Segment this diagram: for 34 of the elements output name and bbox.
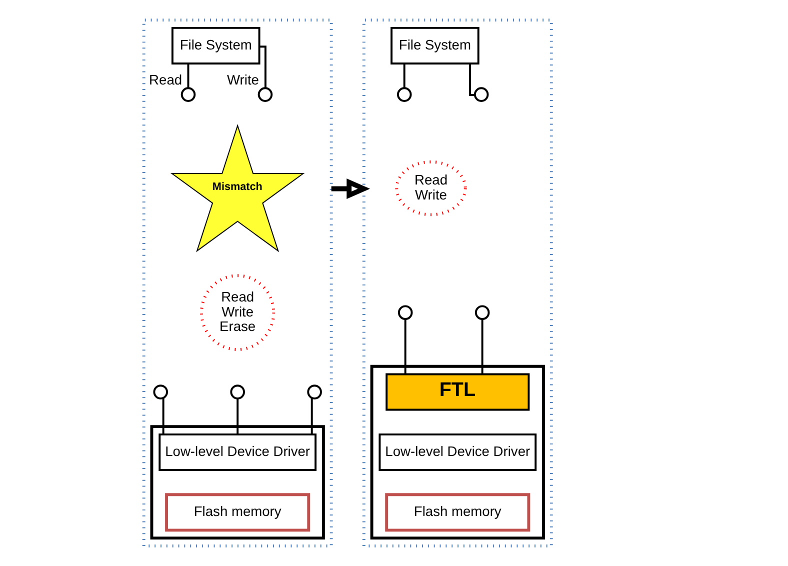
connector [403,64,406,88]
arrow [331,178,370,199]
cluster [370,364,545,540]
node-box: Flash memory [385,493,530,532]
node-circle [180,87,196,102]
connector [162,398,164,434]
node-label: Read [149,71,182,88]
node-circle [474,305,490,320]
connector [187,64,190,88]
node-circle [307,384,322,400]
node-circle [258,87,273,102]
node-box: File System [171,26,260,64]
connector [310,398,313,434]
connector [481,319,484,374]
node-circle [398,305,413,320]
node-ellipse: Read Write [395,160,467,216]
node-circle [230,384,245,400]
connector [404,319,406,374]
node-circle: Read Write Erase [200,274,276,352]
node-box: Flash memory [165,493,310,532]
node-box: Low-level Device Driver [378,433,537,471]
node-circle [396,87,412,102]
cluster [142,18,333,548]
connector [469,64,475,96]
node-circle [153,384,168,400]
node-label: Write [227,71,259,88]
node-box: File System [390,26,480,64]
connector [236,398,239,434]
cluster [362,18,553,548]
cluster [150,425,325,540]
connector [259,46,266,88]
node-box: FTL [386,373,530,411]
node-box: Low-level Device Driver [158,433,317,471]
node-circle [474,87,489,102]
